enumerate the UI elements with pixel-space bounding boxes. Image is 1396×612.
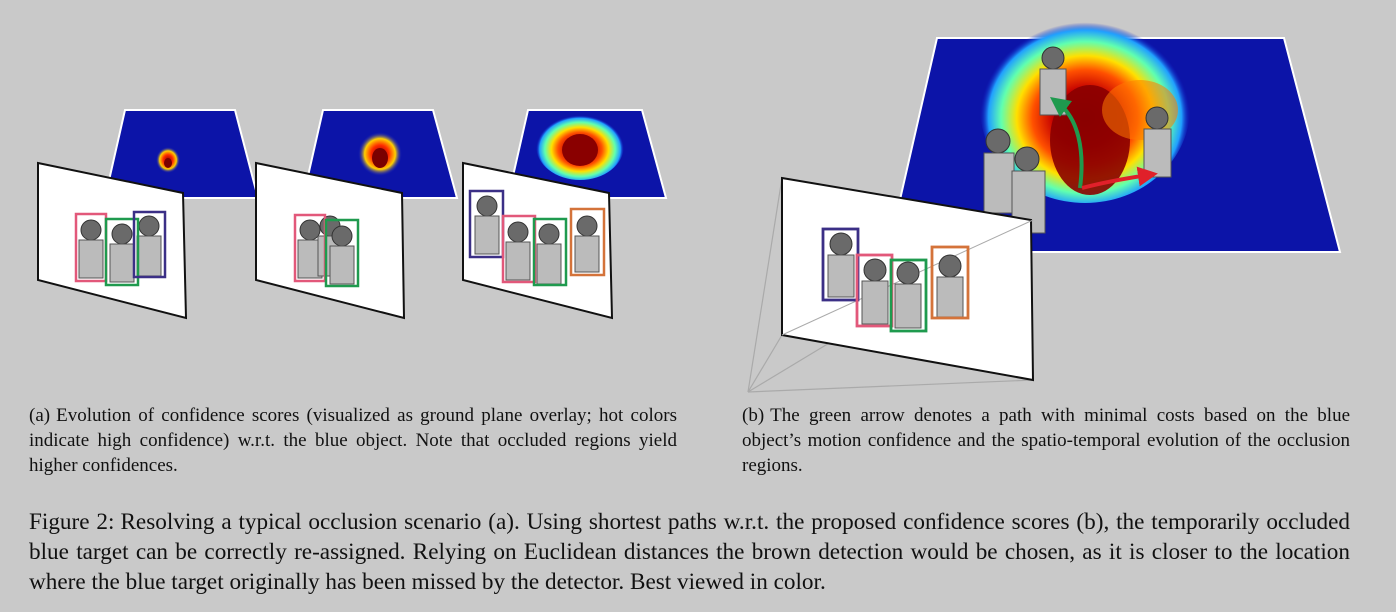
figure-illustration	[37, 13, 1342, 393]
panel-a-ground-plane-2	[301, 109, 459, 199]
person-3d	[983, 128, 1015, 214]
subcaption-b-label: (b)	[742, 405, 765, 426]
panel-b-frame	[781, 176, 1035, 382]
person	[536, 223, 562, 285]
person	[474, 195, 500, 255]
figure-caption-label: Figure 2:	[29, 509, 115, 535]
subcaption-a-text: Evolution of confidence scores (visualiz…	[29, 405, 677, 476]
person	[936, 254, 964, 318]
subcaption-a-label: (a)	[29, 405, 51, 426]
person	[109, 223, 135, 283]
bounding-box-brown	[930, 245, 970, 320]
person	[78, 219, 104, 279]
panel-a-frame-2	[255, 161, 406, 320]
person-3d	[1143, 106, 1172, 178]
panel-a-ground-plane-3	[506, 109, 668, 199]
subcaption-b-text: The green arrow denotes a path with mini…	[742, 405, 1350, 476]
euclidean-path-arrow	[1081, 166, 1158, 190]
subcaption-b: (b)The green arrow denotes a path with m…	[742, 403, 1350, 478]
panel-a-frame-1	[37, 161, 188, 320]
person	[329, 225, 355, 285]
person	[505, 221, 531, 281]
bounding-box-blue	[132, 210, 167, 279]
person	[136, 215, 162, 277]
panel-a-frame-3	[462, 161, 614, 320]
figure-caption-text: Resolving a typical occlusion scenario (…	[29, 509, 1351, 595]
figure-caption: Figure 2:Resolving a typical occlusion s…	[29, 507, 1350, 597]
bounding-box-green	[889, 258, 928, 333]
minimal-cost-path-arrow	[1050, 96, 1084, 189]
subcaption-a: (a)Evolution of confidence scores (visua…	[29, 403, 677, 478]
bounding-box-brown	[569, 207, 606, 277]
person	[827, 232, 855, 298]
person	[894, 261, 922, 329]
bounding-box-green	[532, 217, 568, 287]
person	[574, 215, 600, 273]
bounding-box-green	[104, 217, 140, 287]
bounding-box-green	[324, 218, 360, 288]
person	[861, 258, 889, 325]
